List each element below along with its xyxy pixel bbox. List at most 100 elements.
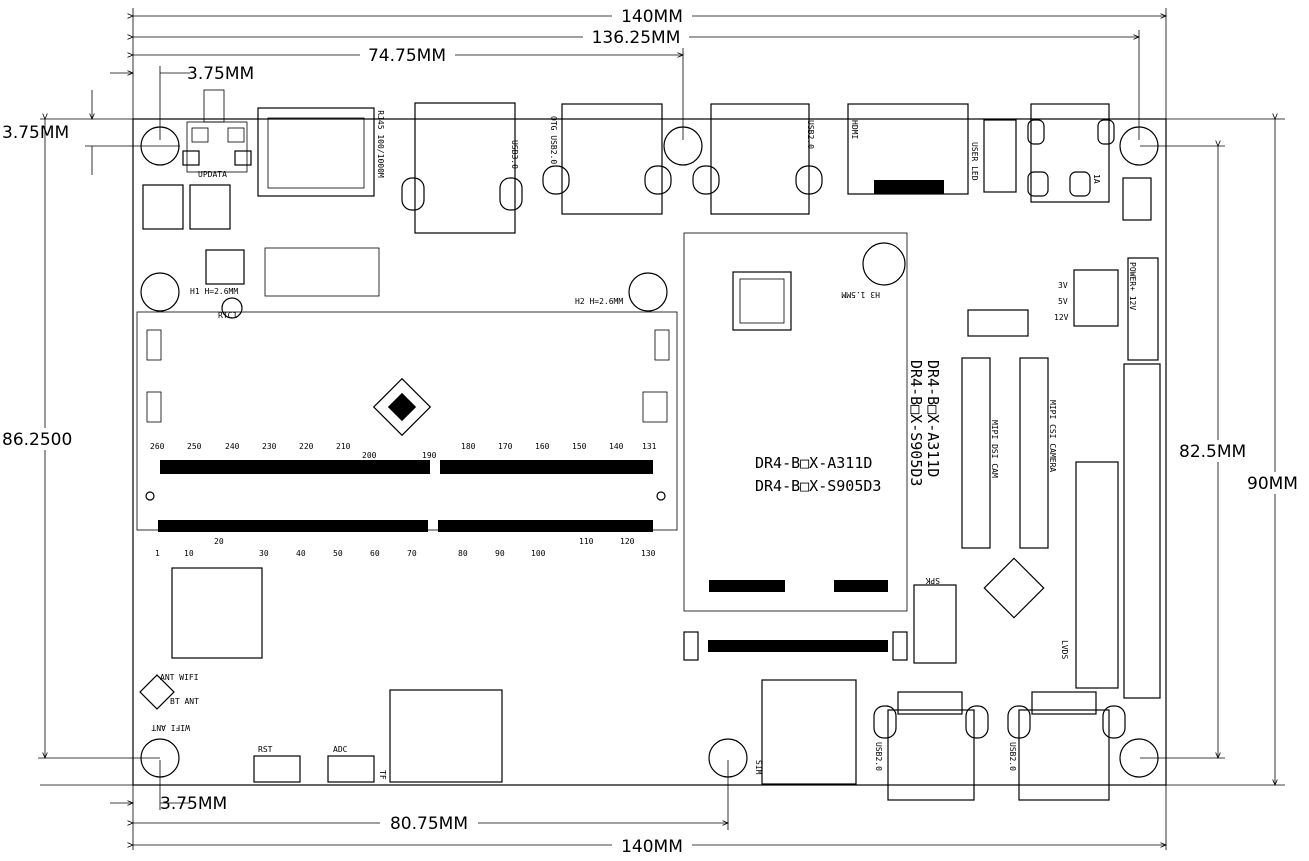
sodimm-bottom-ticks: 1 10 20 30 40 50 60 70 80 90 100 110 120… <box>155 537 656 558</box>
top-connectors: UPDATA RJ45 100/1000M USB3.0 OTG USB2.0 … <box>182 89 1152 234</box>
dim-left-height: 86.2500 <box>0 119 160 758</box>
right-components: POWER+ 12V 3V 5V 12V MIPI DSI CAM MIPI C… <box>913 257 1161 699</box>
dim-right-inner: 82.5MM <box>1140 146 1262 758</box>
center-module: DR4-B□X-A311D DR4-B□X-S905D3 DR4-B□X-A31… <box>683 232 942 661</box>
mounting-hole-top-left <box>140 126 180 166</box>
label-usb30: USB3.0 <box>510 140 519 169</box>
standoff-h3 <box>862 242 906 286</box>
dim-left-hole-y: 3.75MM <box>0 90 180 175</box>
dim-bottom-hole-x: 3.75MM <box>110 760 227 814</box>
mounting-holes <box>140 126 1159 778</box>
sodimm-tick-bottom: 130 <box>641 549 656 558</box>
label-update: UPDATA <box>198 170 227 179</box>
sodimm-tick-bottom: 40 <box>296 549 306 558</box>
sodimm-socket: 260 250 240 230 220 210 200 190 180 170 … <box>136 311 678 558</box>
sodimm-tick-top: 180 <box>461 442 476 451</box>
sodimm-tick-bottom: 120 <box>620 537 635 546</box>
dim-top-inner-label: 136.25MM <box>592 28 681 48</box>
label-h2: H2 H=2.6MM <box>575 297 623 306</box>
left-components: RTC1 H1 H=2.6MM H2 H=2.6MM H3 1.5MM <box>142 184 880 320</box>
sodimm-tick-top: 220 <box>299 442 314 451</box>
label-hdmi: HDMI <box>850 120 859 139</box>
sodimm-tick-top: 200 <box>362 451 377 460</box>
dim-left-hole-y-label: 3.75MM <box>2 123 69 143</box>
label-model-a: DR4-B□X-A311D <box>755 454 872 472</box>
label-usb20-top: USB2.0 <box>806 120 815 149</box>
dim-left-height-label: 86.2500 <box>2 430 72 450</box>
dim-right-height-label: 90MM <box>1247 474 1298 494</box>
mounting-hole-bottom-mid <box>708 738 748 778</box>
dim-top-width-label: 140MM <box>621 7 683 27</box>
label-power: POWER+ 12V <box>1128 262 1137 310</box>
sodimm-tick-bottom: 100 <box>531 549 546 558</box>
label-otg: OTG USB2.0 <box>549 116 558 164</box>
label-rtc: RTC1 <box>218 311 237 320</box>
sodimm-tick-top: 210 <box>336 442 351 451</box>
usb20-top-connector <box>710 103 810 215</box>
label-h1: H1 H=2.6MM <box>190 287 238 296</box>
sodimm-tick-bottom: 70 <box>407 549 417 558</box>
standoff-h2 <box>628 272 668 312</box>
label-tf: TF <box>378 770 387 780</box>
bottom-components: ANT WIFI BT ANT WIFI ANT RST ADC TF SIM … <box>139 567 1126 801</box>
dc-jack <box>1030 103 1110 203</box>
dim-bottom-width-label: 140MM <box>621 837 683 857</box>
dim-top-mid-label: 74.75MM <box>368 46 446 66</box>
sodimm-tick-bottom: 10 <box>184 549 194 558</box>
usb20-bottom-b <box>1018 709 1110 801</box>
dim-top-hole-x-label: 3.75MM <box>187 64 254 84</box>
label-usb20-bottom-a: USB2.0 <box>874 742 883 771</box>
label-usb20-bottom-b: USB2.0 <box>1008 742 1017 771</box>
label-bt-ant: BT ANT <box>170 697 199 706</box>
label-user-led: USER LED <box>970 142 979 181</box>
sodimm-tick-top: 230 <box>262 442 277 451</box>
sodimm-tick-bottom: 30 <box>259 549 269 558</box>
mounting-hole-bottom-right <box>1119 738 1159 778</box>
dim-bottom-hole-x-label: 3.75MM <box>160 794 227 814</box>
tf-card-slot <box>389 689 503 783</box>
dim-right-inner-label: 82.5MM <box>1179 442 1246 462</box>
label-model-b: DR4-B□X-S905D3 <box>755 477 881 495</box>
dim-bottom-width: 140MM <box>133 836 1166 857</box>
sodimm-tick-top: 190 <box>422 451 437 460</box>
board-outline <box>132 118 1167 786</box>
dim-top-hole-x: 3.75MM <box>110 64 254 140</box>
sim-card-slot <box>761 679 857 785</box>
label-rst: RST <box>258 745 273 754</box>
sodimm-tick-bottom: 20 <box>214 537 224 546</box>
label-rj45: RJ45 100/1000M <box>376 110 385 178</box>
sodimm-tick-top: 140 <box>609 442 624 451</box>
label-mipi-dsi: MIPI DSI CAM <box>990 420 999 478</box>
label-ant-wifi: ANT WIFI <box>160 673 199 682</box>
sodimm-tick-bottom: 1 <box>155 549 160 558</box>
sodimm-tick-top: 150 <box>572 442 587 451</box>
sodimm-tick-top: 160 <box>535 442 550 451</box>
dim-bottom-mid: 80.75MM <box>133 760 728 834</box>
dim-top-width: 140MM <box>133 6 1166 27</box>
sodimm-tick-top: 170 <box>498 442 513 451</box>
standoff-h1 <box>140 272 180 312</box>
label-h3: H3 1.5MM <box>841 290 880 299</box>
label-3v: 3V <box>1058 281 1068 290</box>
dim-right-height: 90MM <box>1244 119 1308 785</box>
label-adc: ADC <box>333 745 348 754</box>
mounting-hole-top-right <box>1119 126 1159 166</box>
mounting-hole-bottom-left <box>140 738 180 778</box>
dim-top-inner: 136.25MM <box>133 27 1139 140</box>
sodimm-tick-top: 250 <box>187 442 202 451</box>
label-5v: 5V <box>1058 297 1068 306</box>
sodimm-tick-top: 131 <box>642 442 657 451</box>
label-sim: SIM <box>754 760 763 775</box>
sodimm-tick-top: 240 <box>225 442 240 451</box>
sodimm-tick-bottom: 110 <box>579 537 594 546</box>
label-wifi-ant: WIFI ANT <box>151 723 190 732</box>
label-lvds: LVDS <box>1060 640 1069 659</box>
dim-top-mid: 74.75MM <box>133 45 683 140</box>
dim-bottom-mid-label: 80.75MM <box>390 814 468 834</box>
sodimm-tick-bottom: 50 <box>333 549 343 558</box>
sodimm-tick-bottom: 60 <box>370 549 380 558</box>
sodimm-tick-bottom: 80 <box>458 549 468 558</box>
label-fuse: 1A <box>1092 174 1101 184</box>
label-model-b-vertical: DR4-B□X-S905D3 <box>907 360 925 486</box>
